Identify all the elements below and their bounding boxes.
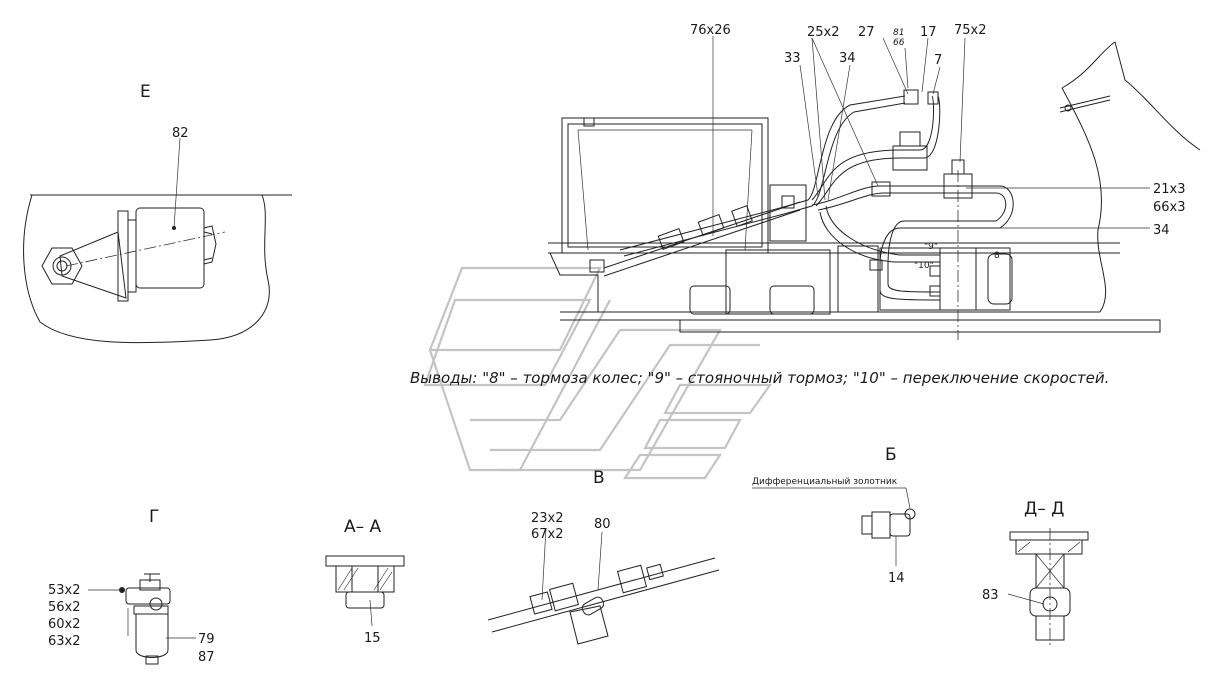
outputs-note: Выводы: "8" – тормоза колес; "9" – стоян… (410, 369, 1109, 387)
callout-75x2: 75x2 (954, 23, 987, 38)
callout-21x3: 21x3 (1153, 182, 1186, 197)
view-aa-title: А– А (344, 517, 382, 537)
callout-53x2: 53x2 (48, 583, 81, 598)
view-g: Г 53x2 56x2 60x2 63x2 79 87 (48, 507, 215, 665)
callout-15: 15 (364, 631, 381, 646)
callout-80: 80 (594, 517, 611, 532)
callout-25x2: 25x2 (807, 25, 840, 40)
view-dd-title: Д– Д (1024, 499, 1064, 519)
callout-81: 81 (893, 28, 904, 38)
callout-7: 7 (934, 53, 942, 68)
callout-27: 27 (858, 25, 875, 40)
callout-82: 82 (172, 126, 189, 141)
view-e-title: Е (140, 82, 151, 102)
view-b-title: Б (885, 445, 897, 465)
port-mark-9: "9" (924, 242, 938, 252)
view-g-title: Г (149, 507, 159, 527)
view-b: Б Дифференциальный золотник 14 (752, 445, 916, 586)
port-mark-10: "10" (914, 261, 934, 271)
view-v: В 23x2 67x2 80 (487, 468, 720, 645)
callout-34-top: 34 (839, 51, 856, 66)
callout-14: 14 (888, 571, 905, 586)
view-e: Е 82 (23, 82, 292, 344)
callout-63x2: 63x2 (48, 634, 81, 649)
callout-67x2: 67x2 (531, 527, 564, 542)
port-mark-8: 8 (994, 251, 1000, 261)
callout-differential-spool: Дифференциальный золотник (752, 477, 898, 487)
watermark-logo (423, 266, 773, 480)
callout-66x3: 66x3 (1153, 200, 1186, 215)
callout-83: 83 (982, 588, 999, 603)
view-v-title: В (593, 468, 605, 488)
main-assembly: "9" "10" 8 76x26 25x2 27 81 66 17 75x2 3… (410, 23, 1201, 387)
view-d-d: Д– Д 83 (982, 499, 1089, 648)
callout-60x2: 60x2 (48, 617, 81, 632)
view-a-a: А– А 15 (325, 517, 405, 646)
callout-17: 17 (920, 25, 937, 40)
callout-79: 79 (198, 632, 215, 647)
callout-56x2: 56x2 (48, 600, 81, 615)
callout-34-right: 34 (1153, 223, 1170, 238)
callout-33: 33 (784, 51, 801, 66)
callout-76x26: 76x26 (690, 23, 731, 38)
callout-66: 66 (893, 38, 905, 48)
callout-87: 87 (198, 650, 215, 665)
callout-23x2: 23x2 (531, 511, 564, 526)
